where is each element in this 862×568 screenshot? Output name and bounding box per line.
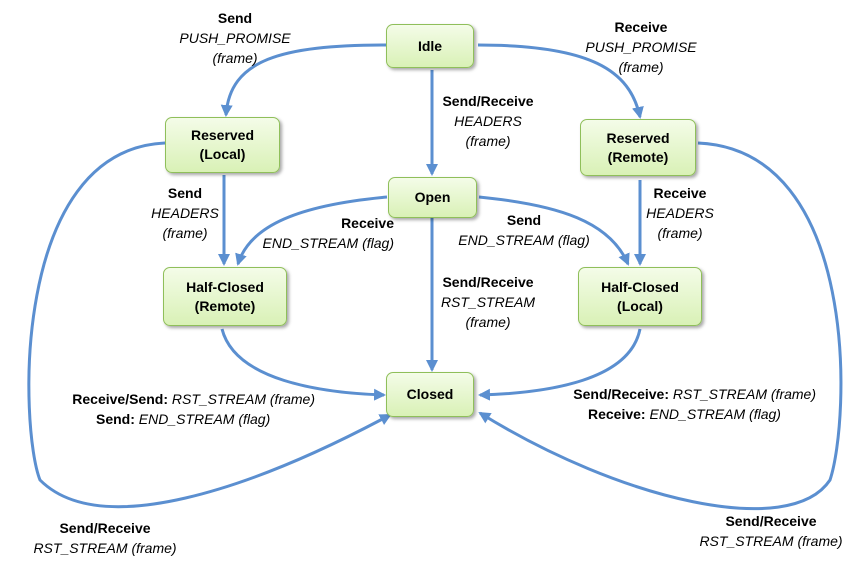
label-frame: RST_STREAM (frame): [33, 540, 177, 556]
state-reserved-local-line2: (Local): [199, 146, 246, 162]
label-frame: HEADERS: [646, 205, 714, 221]
label-frame: END_STREAM (flag): [649, 406, 781, 422]
label-half-closed-remote-to-closed: Receive/Send: RST_STREAM (frame) Send: E…: [40, 389, 315, 429]
arrow-reserved-remote-to-closed: [478, 141, 843, 511]
state-reserved-remote-line1: Reserved: [606, 129, 670, 146]
arrow-open-to-half-closed-local: [478, 195, 630, 266]
arrow-reserved-local-to-closed: [27, 141, 392, 508]
label-action: Send: [217, 10, 253, 26]
label-frame: RST_STREAM (frame): [672, 386, 816, 402]
label-frame: HEADERS: [151, 205, 219, 221]
label-action: Send/Receive: [442, 274, 534, 290]
label-kind: (frame): [657, 225, 703, 241]
state-half-closed-local-line2: (Local): [617, 297, 663, 314]
state-half-closed-local-line1: Half-Closed: [601, 278, 679, 295]
label-reserved-remote-to-half-closed: Receive HEADERS (frame): [630, 183, 730, 243]
state-half-closed-local: Half-Closed (Local): [578, 267, 702, 326]
label-idle-to-reserved-remote: Receive PUSH_PROMISE (frame): [566, 17, 716, 77]
label-frame: HEADERS: [454, 113, 522, 129]
label-action: Receive:: [588, 406, 646, 422]
state-idle-label: Idle: [417, 37, 443, 54]
label-action: Receive: [614, 19, 668, 35]
label-kind: (frame): [618, 59, 664, 75]
state-reserved-local-line1: Reserved: [190, 127, 255, 143]
label-line1: Send/Receive: RST_STREAM (frame): [540, 384, 816, 404]
label-action: Send: [167, 185, 203, 201]
state-open: Open: [388, 177, 477, 218]
label-action: Send/Receive: [725, 513, 817, 529]
label-frame: RST_STREAM (frame): [171, 391, 315, 407]
label-frame: END_STREAM (flag): [138, 411, 271, 427]
label-idle-to-reserved-local: Send PUSH_PROMISE (frame): [160, 8, 310, 68]
state-closed: Closed: [386, 372, 474, 417]
label-kind: (frame): [465, 314, 511, 330]
label-open-to-half-closed-local: Send END_STREAM (flag): [445, 210, 603, 250]
state-closed-label: Closed: [406, 386, 454, 402]
label-line2: Send: END_STREAM (flag): [40, 409, 315, 429]
state-idle: Idle: [386, 24, 474, 68]
label-action: Send:: [96, 411, 135, 427]
arrow-idle-to-reserved-local: [220, 43, 387, 117]
label-half-closed-local-to-closed: Send/Receive: RST_STREAM (frame) Receive…: [540, 384, 816, 424]
state-half-closed-remote-line2: (Remote): [194, 297, 256, 314]
label-frame: RST_STREAM: [440, 294, 536, 310]
label-frame: RST_STREAM (frame): [699, 533, 843, 549]
state-reserved-local: Reserved (Local): [165, 117, 280, 173]
label-action: Send/Receive: [442, 93, 534, 109]
label-open-to-half-closed-remote: Receive END_STREAM (flag): [236, 213, 394, 253]
label-frame: PUSH_PROMISE: [179, 30, 291, 46]
state-reserved-remote: Reserved (Remote): [580, 119, 696, 176]
label-line2: Receive: END_STREAM (flag): [540, 404, 816, 424]
label-open-to-closed: Send/Receive RST_STREAM (frame): [418, 272, 558, 332]
label-action: Send: [506, 212, 542, 228]
label-action: Receive: [341, 215, 394, 231]
state-half-closed-remote-line1: Half-Closed: [186, 278, 264, 295]
label-action: Send/Receive:: [573, 386, 669, 402]
state-reserved-remote-line2: (Remote): [607, 148, 669, 165]
label-idle-to-open: Send/Receive HEADERS (frame): [418, 91, 558, 151]
label-kind: (frame): [162, 225, 208, 241]
label-action: Send/Receive: [59, 520, 151, 536]
arrow-idle-to-reserved-remote: [477, 43, 644, 119]
label-reserved-local-to-half-closed: Send HEADERS (frame): [135, 183, 235, 243]
label-reserved-remote-to-closed: Send/Receive RST_STREAM (frame): [686, 511, 856, 551]
label-frame: END_STREAM (flag): [262, 235, 394, 251]
label-reserved-local-to-closed: Send/Receive RST_STREAM (frame): [20, 518, 190, 558]
state-half-closed-remote: Half-Closed (Remote): [163, 267, 287, 326]
arrow-open-to-half-closed-remote: [235, 195, 388, 266]
label-line1: Receive/Send: RST_STREAM (frame): [40, 389, 315, 409]
label-kind: (frame): [212, 50, 258, 66]
label-frame: PUSH_PROMISE: [585, 39, 697, 55]
label-kind: (frame): [465, 133, 511, 149]
state-open-label: Open: [414, 189, 451, 205]
arrow-half-closed-remote-to-closed: [220, 328, 386, 401]
arrow-half-closed-local-to-closed: [478, 328, 642, 401]
label-action: Receive/Send:: [72, 391, 168, 407]
label-frame: END_STREAM (flag): [458, 232, 590, 248]
label-action: Receive: [653, 185, 707, 201]
